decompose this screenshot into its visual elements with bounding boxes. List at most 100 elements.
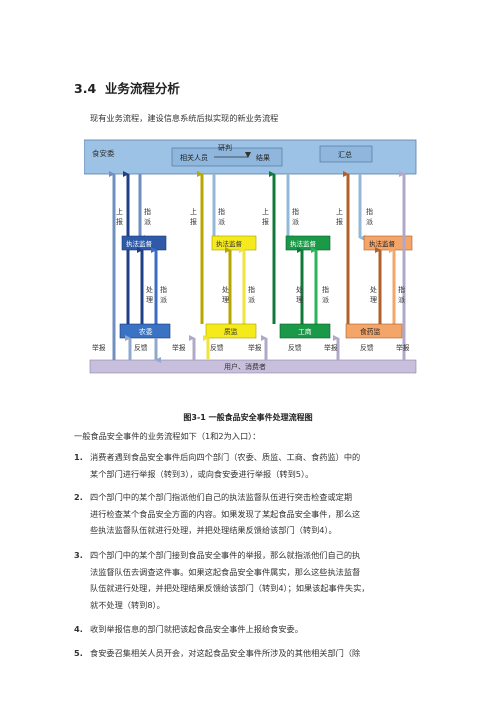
svg-text:派: 派: [144, 218, 151, 226]
svg-text:派: 派: [160, 296, 167, 304]
enforcement-box: [285, 235, 331, 251]
list-text: 四个部门中的某个部门指派他们自己的执法监督队伍进行突击检查或定期进行检查某个食品…: [90, 489, 424, 539]
enforcement-box: [121, 235, 167, 251]
group-agriculture: 执法监督 农委: [109, 171, 171, 363]
dept-box: [279, 323, 331, 339]
svg-text:处: 处: [222, 285, 229, 294]
svg-text:举报: 举报: [248, 343, 262, 352]
staff-label: 相关人员: [180, 153, 208, 162]
consumer-label: 用户、消费者: [224, 362, 266, 371]
list-line: 就不处理（转到8）。: [90, 599, 165, 610]
svg-text:报: 报: [116, 217, 123, 226]
svg-text:反馈: 反馈: [360, 343, 374, 352]
svg-text:处: 处: [146, 285, 153, 294]
svg-text:报: 报: [262, 217, 269, 226]
list-line: 法监督队伍去调查这件事。如果这起食品安全事件属实，那么这些执法监督: [90, 566, 361, 577]
result-label: 结果: [256, 153, 270, 162]
svg-text:理: 理: [296, 296, 303, 304]
enforcement-box: [211, 235, 257, 251]
svg-text:指: 指: [160, 285, 167, 294]
dept-label: 工商: [298, 327, 312, 336]
svg-text:理: 理: [146, 296, 153, 304]
svg-text:报: 报: [336, 217, 343, 226]
group-commerce: 执法监督 工商: [261, 171, 331, 360]
svg-text:理: 理: [222, 296, 229, 304]
svg-text:派: 派: [292, 218, 299, 226]
list-number: 5.: [74, 648, 83, 658]
svg-text:反馈: 反馈: [210, 343, 224, 352]
dept-label: 农委: [139, 327, 153, 336]
svg-text:指: 指: [366, 207, 373, 216]
enforcement-label: 执法监督: [290, 239, 317, 248]
dept-label: 质监: [224, 327, 238, 336]
svg-text:处: 处: [296, 285, 303, 294]
list-text: 四个部门中的某个部门接到食品安全事件的举报，那么就指派他们自己的执法监督队伍去调…: [90, 547, 424, 613]
svg-text:上: 上: [262, 207, 269, 216]
list-number: 1.: [74, 452, 83, 462]
enforcement-label: 执法监督: [369, 239, 396, 248]
list-text: 消费者遇到食品安全事件后向四个部门（农委、质监、工商、食药监）中的某个部门进行举…: [90, 449, 424, 482]
upward-labels: 上报 上报 上报 上报: [116, 207, 343, 226]
svg-text:派: 派: [366, 218, 373, 226]
dept-box: [345, 323, 403, 339]
svg-text:举报: 举报: [92, 343, 106, 352]
svg-text:举报: 举报: [324, 343, 338, 352]
list-line: 进行检查某个食品安全方面的内容。如果发现了某起食品安全事件，那么这: [90, 508, 361, 519]
section-title: 3.4 业务流程分析: [74, 78, 180, 97]
consumer-bar: [89, 359, 417, 374]
svg-text:上: 上: [116, 207, 123, 216]
summary-label: 汇总: [338, 150, 352, 159]
list-line: 些执法监督队伍就进行处理，并把处理结果反馈给该部门（转到4）。: [90, 525, 337, 535]
dept-label: 食药监: [360, 327, 381, 336]
section-number: 3.4: [74, 81, 97, 96]
enforcement-label: 执法监督: [216, 239, 243, 248]
figure-caption: 图3-1 一般食品安全事件处理流程图: [183, 413, 313, 422]
paragraph: 一般食品安全事件的业务流程如下（1和2为入口）：: [74, 431, 261, 441]
enforcement-box: [363, 235, 413, 251]
enforcement-label: 执法监督: [126, 239, 153, 248]
svg-text:派: 派: [218, 218, 225, 226]
committee-label: 食安委: [92, 148, 115, 158]
handle-labels: 处理 处理 处理 处理: [146, 285, 377, 304]
research-label: 研判: [218, 143, 232, 152]
assign-labels-mid: 指派 指派 指派 指派: [160, 285, 405, 304]
list-line: 队伍就进行处理，并把处理结果反馈给该部门（转到4）；如果该起事件失实，: [90, 583, 370, 593]
svg-text:举报: 举报: [396, 343, 410, 352]
list-text: 收到举报信息的部门就把该起食品安全事件上报给食安委。: [90, 621, 424, 638]
list-number: 4.: [74, 624, 83, 634]
list-line: 消费者遇到食品安全事件后向四个部门（农委、质监、工商、食药监）中的: [90, 452, 361, 462]
svg-text:指: 指: [322, 285, 329, 294]
svg-text:上: 上: [336, 207, 343, 216]
summary-box: [319, 145, 373, 163]
list-line: 收到举报信息的部门就把该起食品安全事件上报给食安委。: [90, 624, 303, 634]
svg-text:上: 上: [190, 207, 197, 216]
list-number: 2.: [74, 492, 83, 502]
list-line: 某个部门进行举报（转到3），或向食安委进行举报（转到5）。: [90, 468, 314, 479]
section-heading: 业务流程分析: [104, 81, 180, 96]
svg-text:指: 指: [144, 207, 151, 216]
assign-labels: 指派 指派 指派 指派: [144, 207, 373, 226]
svg-text:派: 派: [322, 296, 329, 304]
list-line: 四个部门中的某个部门指派他们自己的执法监督队伍进行突击检查或定期: [90, 492, 353, 502]
list-line: 四个部门中的某个部门接到食品安全事件的举报，那么就指派他们自己的执: [90, 550, 361, 560]
svg-text:反馈: 反馈: [288, 343, 302, 352]
svg-text:举报: 举报: [172, 343, 186, 352]
svg-text:指: 指: [292, 207, 299, 216]
intro-text: 现有业务流程，建设信息系统后拟实现的新业务流程: [90, 113, 279, 123]
svg-text:反馈: 反馈: [134, 343, 148, 352]
svg-text:报: 报: [190, 217, 197, 226]
flowchart-diagram: 食安委 相关人员 结果 研判 汇总 用户、消费者 执法监督 农委 执法监督 质监: [84, 139, 417, 374]
group-quality: 执法监督 质监: [189, 171, 257, 360]
list-number: 3.: [74, 550, 83, 560]
svg-text:派: 派: [248, 296, 255, 304]
svg-text:指: 指: [218, 207, 225, 216]
svg-text:指: 指: [248, 285, 255, 294]
dept-box: [119, 323, 171, 339]
list-text: 食安委召集相关人员开会，对这起食品安全事件所涉及的其他相关部门（除: [90, 645, 424, 662]
svg-text:指: 指: [398, 285, 405, 294]
dept-box: [205, 323, 257, 339]
group-food-drug: 执法监督 食药监: [333, 171, 413, 360]
svg-text:派: 派: [398, 296, 405, 304]
report-feedback-labels: 举报 反馈 举报 反馈 举报 反馈 举报 反馈 举报: [92, 343, 410, 352]
list-line: 食安委召集相关人员开会，对这起食品安全事件所涉及的其他相关部门（除: [90, 648, 361, 658]
